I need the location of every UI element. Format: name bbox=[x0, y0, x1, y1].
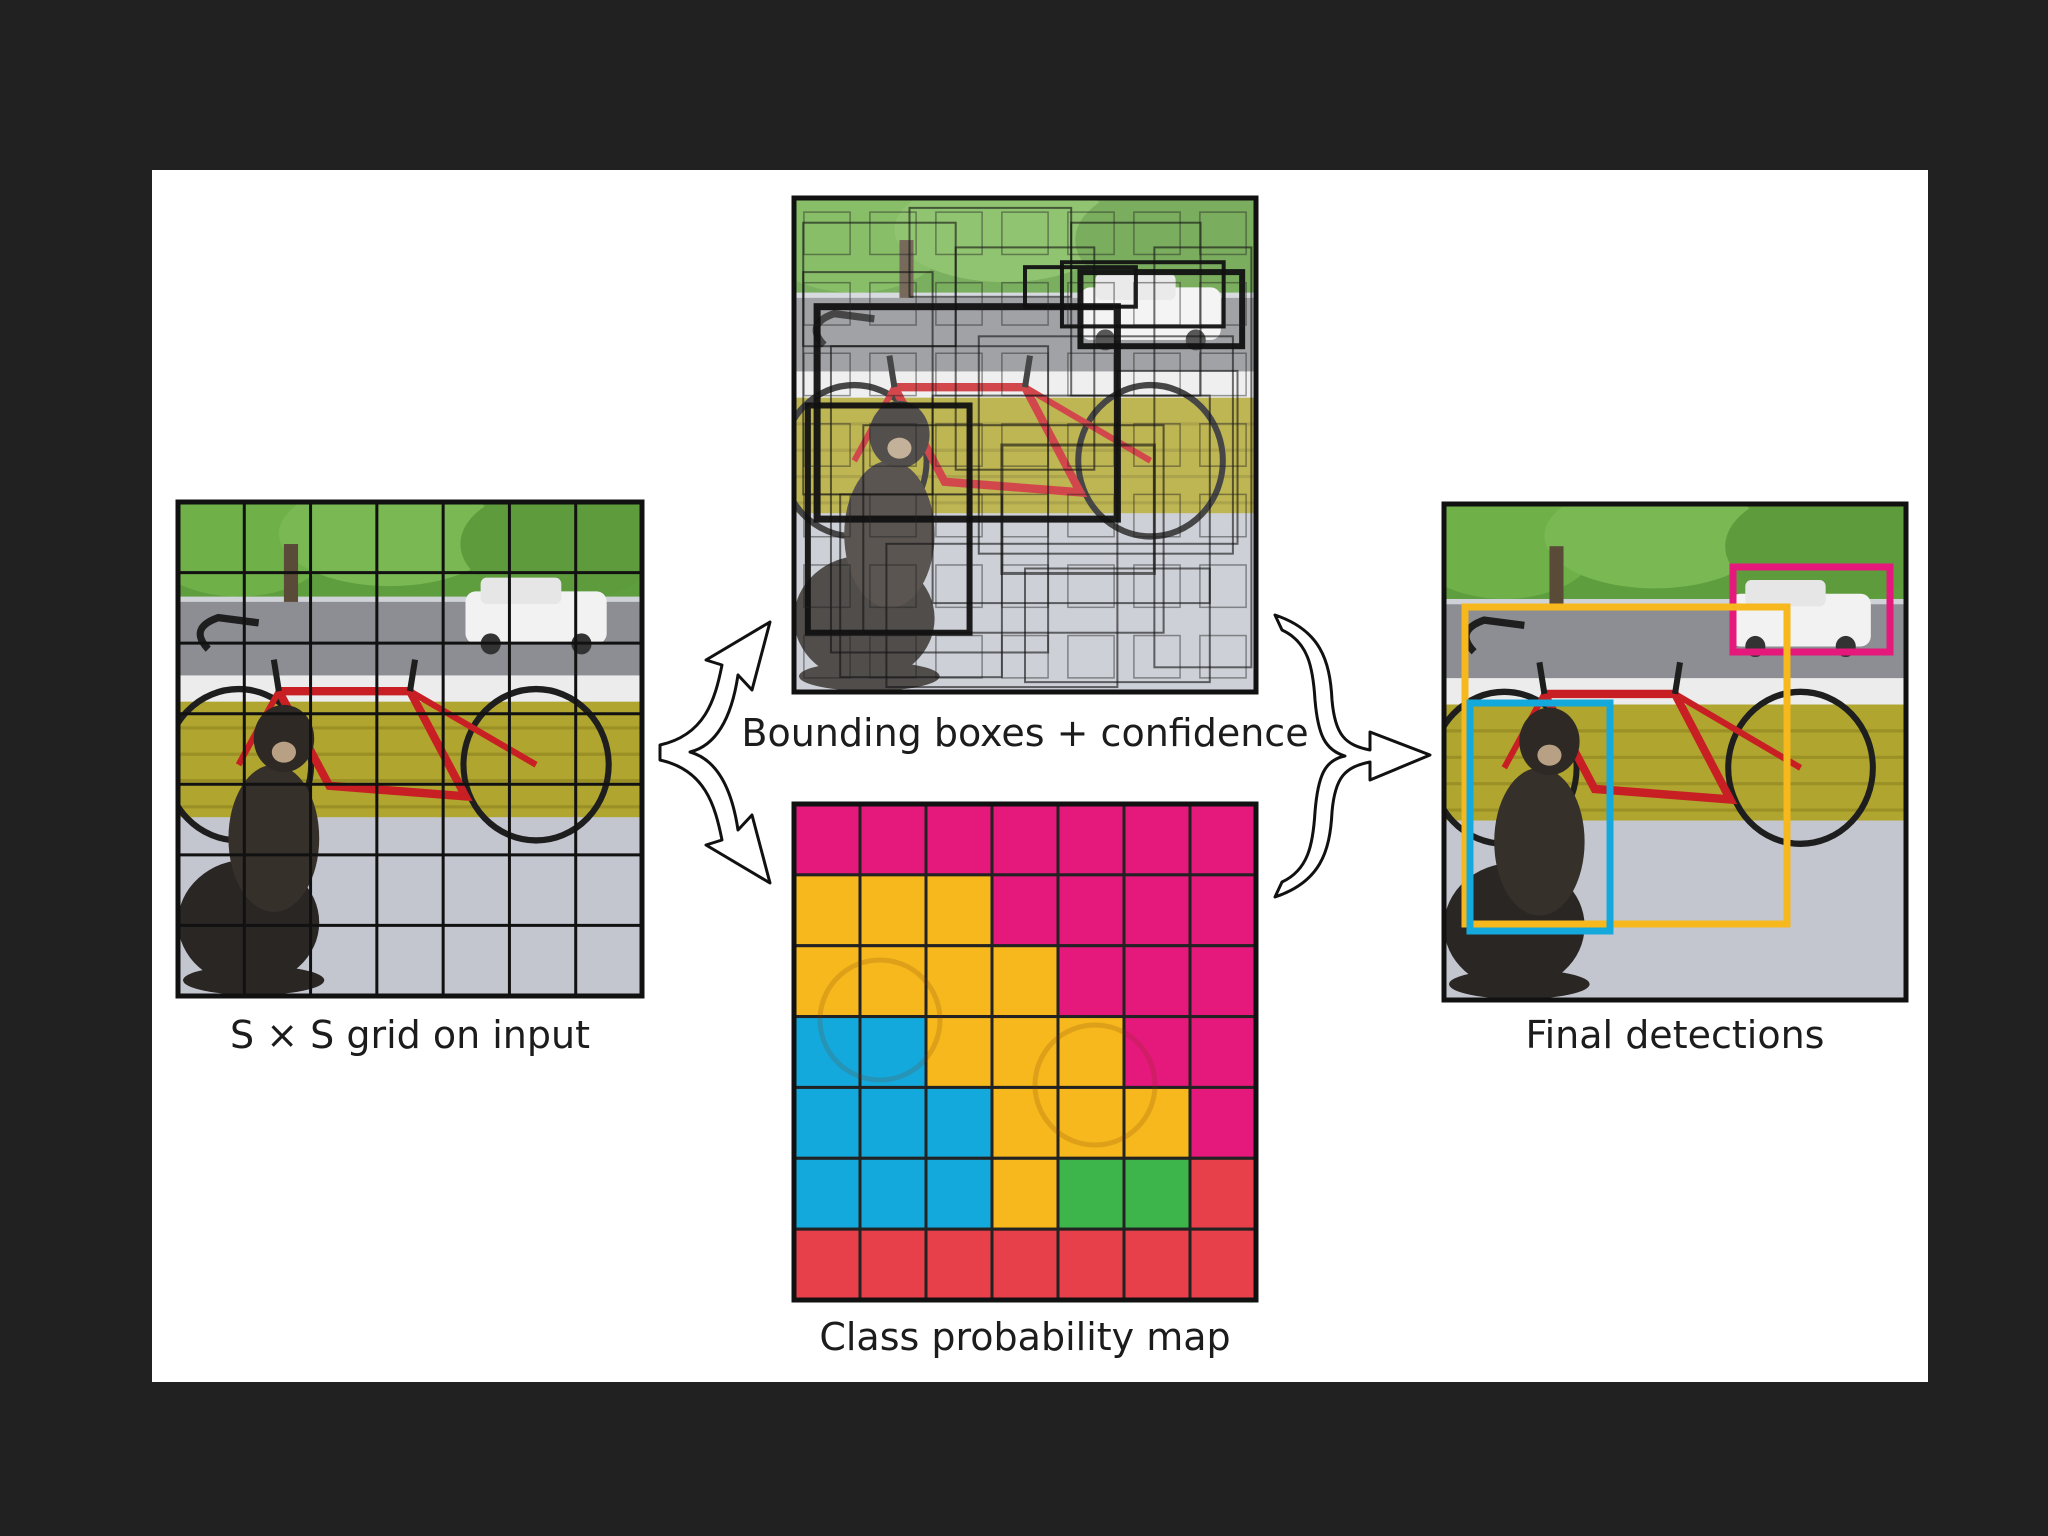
class-cell bbox=[992, 946, 1058, 1017]
class-cell bbox=[926, 875, 992, 946]
class-cell bbox=[1190, 946, 1256, 1017]
class-cell bbox=[1058, 1087, 1124, 1158]
class-cell bbox=[926, 1229, 992, 1300]
class-cell bbox=[1124, 875, 1190, 946]
class-cell bbox=[860, 946, 926, 1017]
class-cell bbox=[1058, 946, 1124, 1017]
class-cell bbox=[1190, 1017, 1256, 1088]
class-cell bbox=[860, 1087, 926, 1158]
class-probability-map bbox=[794, 804, 1256, 1300]
class-cell bbox=[1124, 946, 1190, 1017]
class-cell bbox=[860, 875, 926, 946]
class-cell bbox=[1190, 1158, 1256, 1229]
class-cell bbox=[1058, 875, 1124, 946]
class-cell bbox=[926, 1158, 992, 1229]
caption-boxes: Bounding boxes + confidence bbox=[741, 711, 1308, 755]
class-cell bbox=[1190, 804, 1256, 875]
class-cell bbox=[1058, 1158, 1124, 1229]
class-cell bbox=[992, 1017, 1058, 1088]
class-cell bbox=[926, 1017, 992, 1088]
class-cell bbox=[794, 1158, 860, 1229]
class-cell bbox=[860, 804, 926, 875]
caption-classmap: Class probability map bbox=[819, 1315, 1230, 1359]
class-cell bbox=[1058, 1229, 1124, 1300]
caption-input: S × S grid on input bbox=[230, 1013, 590, 1057]
class-cell bbox=[1124, 1017, 1190, 1088]
class-cell bbox=[1190, 1229, 1256, 1300]
class-cell bbox=[794, 804, 860, 875]
class-cell bbox=[926, 804, 992, 875]
class-cell bbox=[794, 875, 860, 946]
class-cell bbox=[926, 1087, 992, 1158]
class-cell bbox=[992, 804, 1058, 875]
class-cell bbox=[1124, 1087, 1190, 1158]
input-image bbox=[143, 481, 662, 996]
class-cell bbox=[992, 875, 1058, 946]
class-cell bbox=[794, 1087, 860, 1158]
class-cell bbox=[794, 946, 860, 1017]
class-cell bbox=[992, 1229, 1058, 1300]
class-cell bbox=[1058, 804, 1124, 875]
bounding-boxes-image bbox=[759, 177, 1276, 692]
class-cell bbox=[1190, 1087, 1256, 1158]
class-cell bbox=[1124, 804, 1190, 875]
class-cell bbox=[1190, 875, 1256, 946]
class-cell bbox=[794, 1229, 860, 1300]
class-cell bbox=[860, 1229, 926, 1300]
class-cell bbox=[1124, 1229, 1190, 1300]
class-cell bbox=[992, 1158, 1058, 1229]
class-cell bbox=[1124, 1158, 1190, 1229]
class-cell bbox=[860, 1158, 926, 1229]
final-detections-image bbox=[1409, 483, 1926, 1000]
caption-final: Final detections bbox=[1526, 1013, 1825, 1057]
